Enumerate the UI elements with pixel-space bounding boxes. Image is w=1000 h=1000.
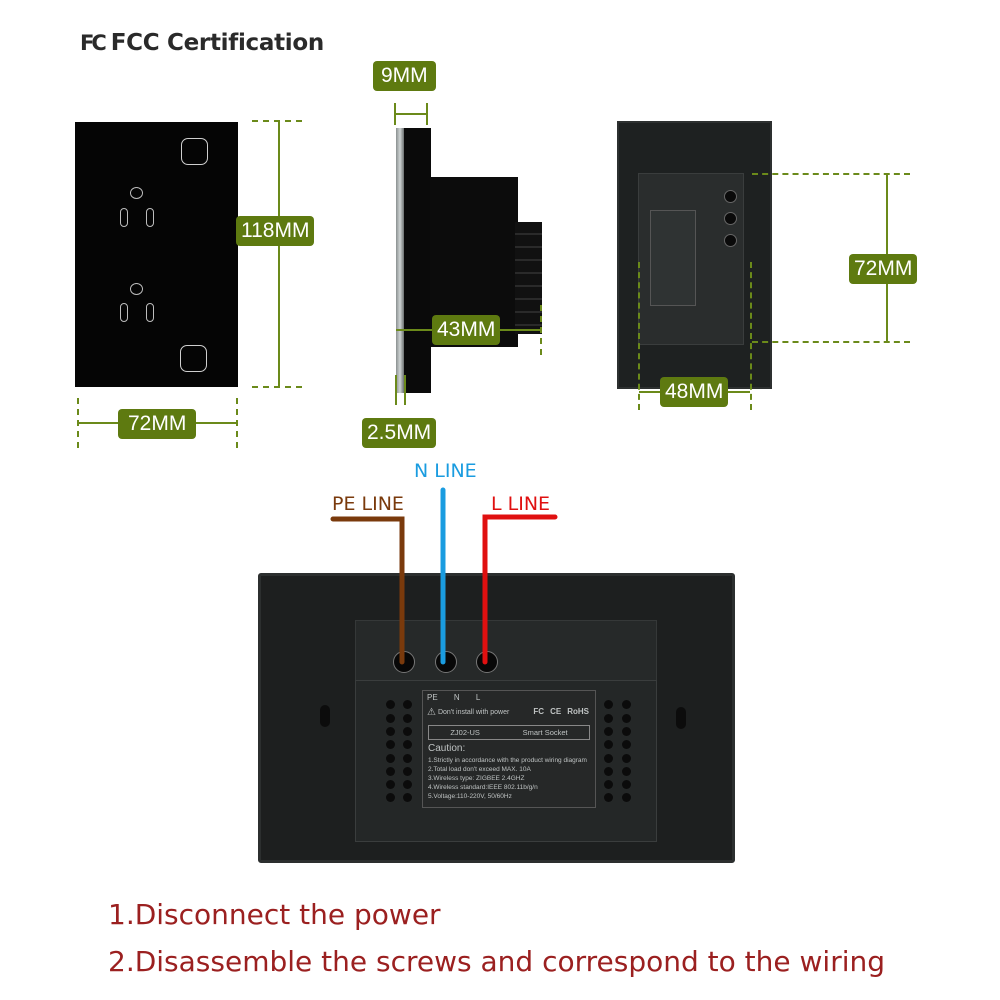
mount-slot: [320, 705, 330, 727]
product-name: Smart Socket: [522, 728, 568, 737]
panel-frame: [404, 128, 431, 393]
fcc-logo-icon: FC: [80, 31, 107, 55]
outlet-slot: [146, 303, 154, 322]
outlet-slot: [120, 208, 128, 227]
terminal-label: N: [453, 693, 460, 702]
dimension-guide: [540, 305, 542, 355]
outlet-slot: [120, 303, 128, 322]
glass-edge: [396, 128, 404, 393]
connector-block: [515, 222, 542, 334]
outlet-ground-hole: [130, 283, 143, 295]
pe-line-label: PE LINE: [332, 493, 404, 515]
terminal-label: L: [475, 693, 481, 702]
dimension-tick: [395, 375, 397, 405]
warning-icon: ⚠: [427, 707, 436, 718]
screw-terminal: [724, 190, 737, 203]
n-line-label: N LINE: [414, 460, 477, 482]
back-width-badge: 48MM: [660, 377, 729, 407]
l-line-label: L LINE: [491, 493, 551, 515]
dimension-line: [394, 113, 428, 115]
outlet-ground-hole: [130, 187, 143, 199]
dimension-guide: [752, 341, 910, 343]
instruction-step-2: 2.Disassemble the screws and correspond …: [108, 945, 886, 978]
dimension-tick: [426, 103, 428, 125]
touch-button-bottom: [180, 345, 207, 372]
device-label: PE N L ⚠ Don't install with power FC CE …: [422, 690, 596, 808]
total-depth-badge: 43MM: [432, 315, 501, 345]
warning-text: Don't install with power: [437, 709, 510, 716]
panel-depth-badge: 9MM: [373, 61, 436, 91]
caution-item: 5.Voltage:110-220V, 50/60Hz: [428, 793, 512, 800]
dimension-tick: [394, 103, 396, 125]
title-text: FCC Certification: [110, 30, 324, 56]
screw-terminal: [724, 234, 737, 247]
outlet-slot: [146, 208, 154, 227]
pe-wire: [330, 516, 405, 665]
terminal-label: PE: [427, 693, 438, 702]
touch-button-top: [181, 138, 208, 165]
dimension-guide: [252, 386, 302, 388]
model-number: ZJ02-US: [450, 728, 480, 737]
dimension-guide: [236, 398, 238, 448]
page-title: FC FCC Certification: [80, 30, 324, 56]
front-panel: [75, 122, 238, 387]
dimension-tick: [404, 375, 406, 405]
height-badge: 118MM: [236, 216, 315, 246]
mount-slot: [676, 707, 686, 729]
dimension-guide: [752, 173, 910, 175]
instruction-step-1: 1.Disconnect the power: [108, 898, 441, 931]
dimension-line: [278, 120, 280, 386]
screw-terminal: [724, 212, 737, 225]
dimension-guide: [252, 120, 302, 122]
dimension-guide: [638, 262, 640, 410]
caution-item: 1.Strictly in accordance with the produc…: [428, 757, 587, 764]
back-label-strip: [650, 210, 696, 306]
dimension-guide: [750, 262, 752, 410]
caution-title: Caution:: [428, 743, 466, 754]
rohs-mark-icon: RoHS: [567, 707, 589, 716]
glass-thickness-badge: 2.5MM: [362, 418, 437, 448]
fcc-mark-icon: FC: [533, 707, 545, 716]
width-badge: 72MM: [118, 409, 197, 439]
caution-item: 4.Wireless standard:IEEE 802.11b/g/n: [428, 784, 538, 791]
caution-item: 2.Total load don't exceed MAX. 10A: [428, 766, 531, 773]
l-wire: [482, 514, 558, 665]
ce-mark-icon: CE: [550, 707, 562, 716]
back-height-badge: 72MM: [849, 254, 918, 284]
caution-item: 3.Wireless type: ZIGBEE 2.4GHZ: [428, 775, 525, 782]
